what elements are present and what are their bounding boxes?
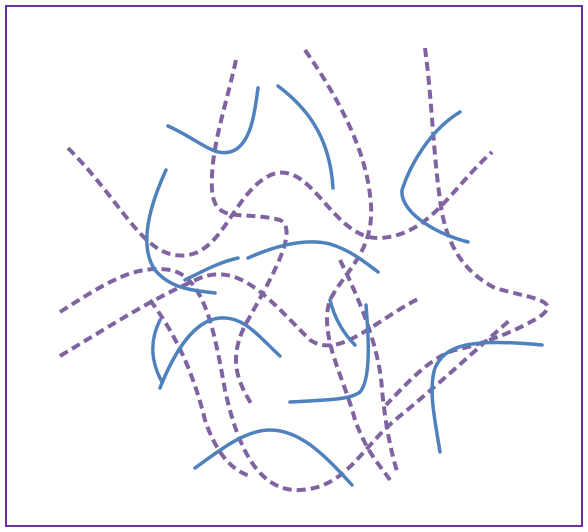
solid-strand: [248, 242, 378, 272]
solid-strand: [153, 320, 162, 382]
solid-strand: [160, 318, 280, 388]
dashed-strand: [386, 48, 547, 405]
solid-strand: [432, 342, 542, 452]
dashed-strand: [305, 50, 390, 480]
solid-strand: [195, 430, 352, 485]
solid-strand: [290, 305, 368, 402]
dashed-strand: [60, 269, 510, 490]
solid-strand: [168, 88, 258, 153]
solid-strand: [402, 112, 468, 242]
dashed-strand: [68, 148, 492, 256]
